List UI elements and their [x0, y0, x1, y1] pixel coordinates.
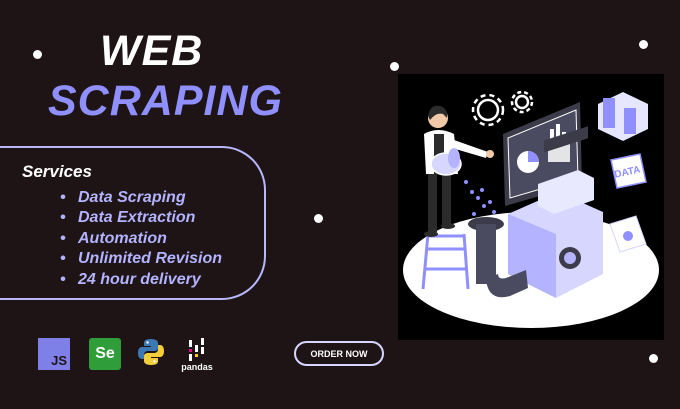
services-panel	[0, 146, 266, 300]
document-icon	[609, 215, 647, 253]
decor-dot	[390, 62, 399, 71]
services-list: •Data Scraping •Data Extraction •Automat…	[60, 188, 222, 290]
pandas-logo-icon: pandas	[178, 338, 216, 372]
person-icon	[424, 105, 494, 237]
gear-icon	[471, 90, 534, 127]
pandas-label: pandas	[181, 362, 213, 372]
javascript-logo-icon: JS	[38, 338, 70, 370]
list-item: •Unlimited Revision	[60, 250, 223, 268]
list-item: •Data Scraping	[60, 189, 186, 206]
decor-dot	[314, 214, 323, 223]
python-logo-icon	[137, 338, 165, 366]
pipe-icon	[468, 217, 528, 298]
decor-dot	[649, 354, 658, 363]
data-tag-icon: DATA	[610, 153, 647, 189]
web-scraping-illustration: DATA	[398, 74, 664, 340]
services-heading: Services	[22, 162, 92, 181]
server-icon	[598, 92, 648, 141]
title-web: WEB	[100, 27, 204, 75]
monitor-icon	[503, 102, 582, 206]
data-particles-icon	[464, 180, 496, 216]
list-item: •24 hour delivery	[60, 270, 201, 288]
list-item: •Data Extraction	[60, 209, 196, 227]
decor-dot	[639, 40, 648, 49]
selenium-logo-icon: Se	[89, 338, 121, 370]
list-item: •Automation	[60, 229, 167, 247]
order-now-button[interactable]: ORDER NOW	[294, 341, 384, 366]
title-scraping: SCRAPING	[48, 77, 283, 125]
svg-text:DATA: DATA	[613, 164, 641, 180]
decor-dot	[33, 50, 42, 59]
